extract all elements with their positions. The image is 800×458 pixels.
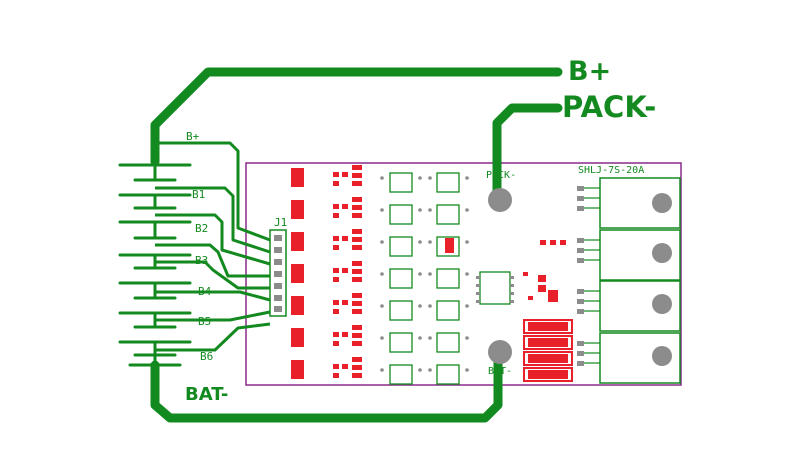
cell-channels — [291, 165, 469, 385]
bat-minus-main-wire — [150, 350, 503, 423]
b-plus-large-label: B+ — [568, 56, 611, 87]
cell-channel — [291, 261, 469, 289]
shunt-resistors — [523, 319, 573, 382]
controller-ic-pins — [476, 276, 514, 303]
b3-label: B3 — [195, 254, 208, 267]
bat-minus-pad — [488, 340, 512, 364]
j1-connector — [269, 229, 287, 317]
pack-minus-large-label: PACK- — [562, 90, 656, 124]
pack-minus-pad-label: PACK- — [486, 170, 516, 181]
bat-minus-pad-label: BAT- — [488, 366, 512, 377]
cell-channel — [291, 357, 469, 385]
battery-cells — [118, 163, 192, 367]
cell-channel — [291, 325, 469, 353]
main-wires — [150, 67, 563, 423]
b6-label: B6 — [200, 350, 213, 363]
pcb-board-outline — [245, 162, 682, 386]
b-plus-small-label: B+ — [186, 130, 200, 143]
mosfet-blocks — [577, 177, 681, 384]
controller-ic — [479, 271, 511, 305]
b1-label: B1 — [192, 188, 205, 201]
pack-minus-pad — [488, 188, 512, 212]
cell-channel — [291, 293, 469, 321]
b-plus-main-wire — [150, 67, 563, 167]
pack-minus-main-wire — [492, 103, 563, 200]
balance-leads — [155, 141, 271, 352]
cell-channel — [291, 165, 469, 193]
b2-label: B2 — [195, 222, 208, 235]
b5-label: B5 — [198, 315, 211, 328]
cell-channel — [291, 197, 469, 225]
sense-resistors — [445, 238, 566, 302]
board-name-label: SHLJ-7S-20A — [578, 165, 644, 176]
j1-label: J1 — [274, 216, 287, 229]
b4-label: B4 — [198, 285, 212, 298]
cell-channel — [291, 229, 469, 257]
bat-minus-label: BAT- — [185, 384, 228, 405]
